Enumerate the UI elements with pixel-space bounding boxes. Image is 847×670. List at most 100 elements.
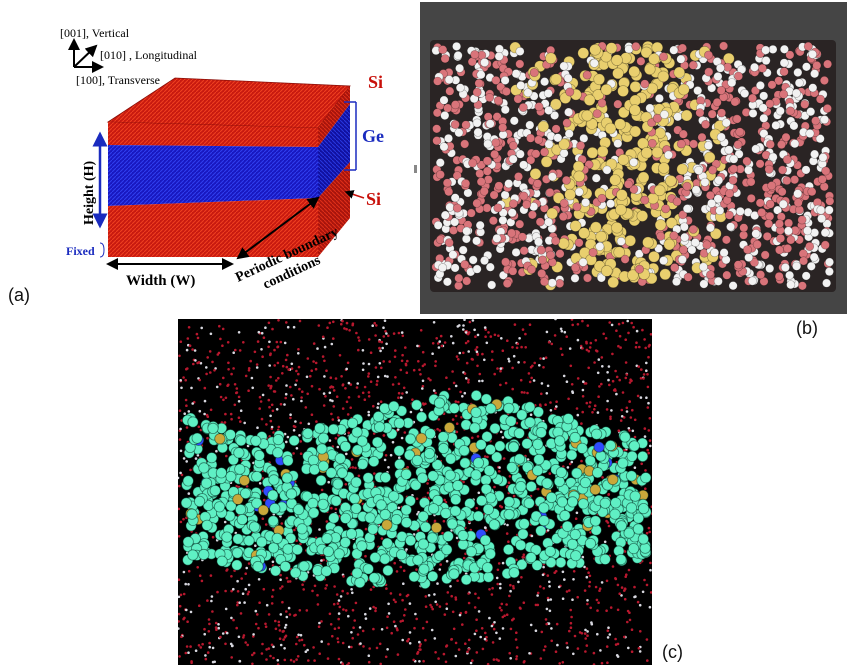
- water-atom: [633, 585, 636, 589]
- water-atom: [346, 413, 350, 416]
- water-atom: [247, 367, 251, 370]
- water-atom: [418, 660, 421, 663]
- water-atom: [221, 327, 225, 331]
- water-atom: [179, 520, 183, 524]
- atom: [445, 202, 455, 212]
- atom: [519, 160, 529, 170]
- water-atom: [300, 638, 304, 642]
- water-atom: [176, 476, 180, 480]
- water-atom: [462, 480, 465, 484]
- water-atom: [306, 357, 310, 360]
- lipid-atom: [236, 513, 248, 526]
- water-atom: [242, 634, 246, 637]
- water-atom: [182, 457, 186, 460]
- water-atom: [335, 593, 339, 596]
- atom: [765, 211, 775, 221]
- lipid-atom: [411, 454, 423, 466]
- atom: [513, 94, 523, 104]
- lipid-atom: [525, 480, 537, 493]
- water-atom: [544, 403, 547, 406]
- lipid-atom: [627, 543, 640, 555]
- water-atom: [400, 359, 404, 363]
- water-atom: [288, 580, 292, 583]
- water-atom: [465, 361, 469, 365]
- water-atom: [205, 366, 208, 369]
- water-atom: [189, 468, 192, 472]
- water-atom: [646, 448, 649, 452]
- water-atom: [454, 654, 458, 658]
- atom: [670, 263, 680, 273]
- water-atom: [451, 610, 455, 614]
- water-atom: [270, 425, 274, 429]
- atom: [629, 125, 642, 138]
- lipid-atom: [333, 548, 345, 560]
- water-atom: [421, 402, 425, 405]
- water-atom: [237, 635, 241, 639]
- atom: [641, 147, 653, 159]
- water-atom: [649, 561, 652, 565]
- water-atom: [606, 636, 610, 639]
- atom: [613, 246, 625, 258]
- atom: [722, 270, 732, 280]
- water-atom: [311, 589, 314, 593]
- water-atom: [485, 635, 488, 639]
- water-atom: [189, 610, 193, 614]
- lipid-atom: [503, 402, 515, 415]
- water-atom: [608, 383, 611, 387]
- water-atom: [563, 578, 566, 581]
- water-atom: [505, 613, 509, 616]
- lipid-atom: [415, 432, 427, 444]
- water-atom: [462, 328, 465, 331]
- water-atom: [252, 651, 256, 655]
- atom: [744, 253, 754, 263]
- water-atom: [227, 368, 230, 371]
- water-atom: [569, 608, 572, 612]
- lipid-atom: [187, 549, 199, 561]
- water-atom: [284, 392, 288, 396]
- water-atom: [500, 609, 503, 612]
- lipid-atom: [320, 565, 332, 577]
- water-atom: [254, 609, 258, 613]
- water-atom: [314, 361, 318, 365]
- water-atom: [260, 331, 264, 335]
- atom: [774, 271, 784, 281]
- water-atom: [512, 584, 515, 588]
- water-atom: [262, 587, 266, 591]
- atom: [780, 262, 790, 272]
- water-atom: [367, 362, 371, 366]
- water-atom: [187, 326, 191, 329]
- lipid-atom: [517, 528, 529, 540]
- water-atom: [295, 658, 298, 661]
- water-atom: [229, 412, 233, 416]
- water-atom: [529, 365, 533, 369]
- water-atom: [211, 646, 215, 650]
- atom: [793, 68, 803, 78]
- water-atom: [590, 622, 594, 626]
- lipid-atom: [374, 421, 386, 433]
- water-atom: [177, 612, 181, 616]
- atom: [616, 236, 626, 246]
- atom: [578, 257, 588, 267]
- water-atom: [496, 367, 499, 370]
- water-atom: [185, 367, 188, 371]
- lipid-atom: [521, 438, 533, 450]
- water-atom: [624, 361, 628, 364]
- water-atom: [387, 602, 390, 606]
- water-atom: [285, 440, 288, 444]
- water-atom: [210, 599, 213, 603]
- water-atom: [554, 650, 558, 653]
- water-atom: [214, 367, 217, 370]
- water-atom: [219, 337, 222, 341]
- water-atom: [337, 657, 341, 661]
- lipid-atom: [619, 431, 631, 443]
- atom: [439, 95, 449, 105]
- water-atom: [538, 403, 542, 406]
- atom: [597, 98, 607, 108]
- water-atom: [331, 418, 335, 421]
- water-atom: [438, 568, 442, 571]
- water-atom: [599, 649, 602, 652]
- water-atom: [508, 594, 511, 598]
- water-atom: [301, 390, 304, 393]
- atom: [536, 245, 546, 255]
- water-atom: [568, 462, 572, 466]
